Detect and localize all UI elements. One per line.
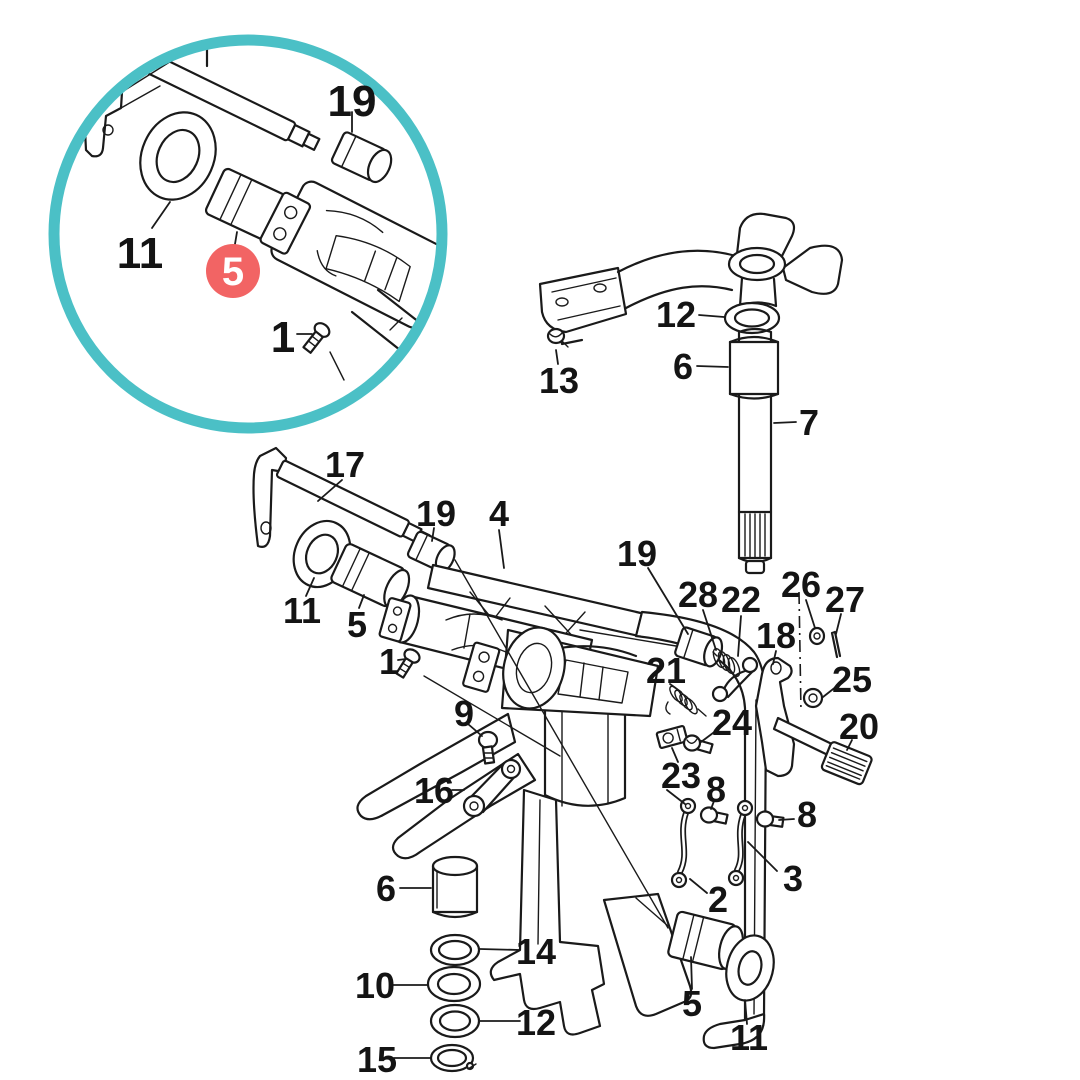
clip-23 xyxy=(655,724,689,750)
bolt-24 xyxy=(682,734,714,755)
magnifier-inset: 19 11 1 5 xyxy=(48,34,448,434)
cable-2 xyxy=(670,797,697,889)
bolt-8-left xyxy=(699,806,729,825)
callout-8-left: 8 xyxy=(706,769,726,810)
snap-ring-15 xyxy=(429,1043,477,1073)
rod-pad-20 xyxy=(772,716,873,786)
bolt-8-right xyxy=(755,810,785,828)
inset-callout-11: 11 xyxy=(117,229,164,278)
callout-13: 13 xyxy=(539,360,579,401)
callout-22: 22 xyxy=(721,579,761,620)
inset-drawing xyxy=(84,40,442,390)
screw-13 xyxy=(546,327,569,348)
callout-2: 2 xyxy=(708,879,728,920)
washer-12-top xyxy=(723,301,781,335)
callout-10: 10 xyxy=(355,965,395,1006)
bushing-6-lower xyxy=(431,855,479,919)
link-16 xyxy=(462,758,522,818)
callout-24: 24 xyxy=(712,702,752,743)
callout-19-mid: 19 xyxy=(416,493,456,534)
inset-tilt-rod xyxy=(145,53,321,151)
lever-18 xyxy=(754,656,796,778)
inset-bolt-1 xyxy=(302,322,331,354)
hook-22 xyxy=(711,656,759,703)
callout-19-right: 19 xyxy=(617,533,657,574)
nut-25 xyxy=(802,687,824,709)
inset-callout-19: 19 xyxy=(328,77,377,126)
steering-arm xyxy=(538,212,844,346)
callout-25: 25 xyxy=(832,659,872,700)
callout-28: 28 xyxy=(678,574,718,615)
callout-5-lower: 5 xyxy=(682,983,702,1024)
alignment-lines xyxy=(423,559,677,929)
callout-20: 20 xyxy=(839,706,879,747)
callout-7: 7 xyxy=(799,402,819,443)
highlight-badge-5: 5 xyxy=(206,244,260,298)
washer-10 xyxy=(426,965,482,1003)
callout-3: 3 xyxy=(783,858,803,899)
badge-number: 5 xyxy=(222,250,244,294)
callout-26: 26 xyxy=(781,564,821,605)
callout-17: 17 xyxy=(325,444,365,485)
cable-3 xyxy=(727,799,754,887)
callout-9: 9 xyxy=(454,693,474,734)
callout-5-mid: 5 xyxy=(347,604,367,645)
washer-14 xyxy=(429,933,481,967)
callout-27: 27 xyxy=(825,579,865,620)
swivel-shaft-7 xyxy=(728,327,780,575)
bolt-9 xyxy=(477,730,499,765)
magnifier-ring xyxy=(48,34,448,434)
callout-16: 16 xyxy=(414,770,454,811)
callout-14: 14 xyxy=(516,931,556,972)
callout-23: 23 xyxy=(661,755,701,796)
inset-bushing-19 xyxy=(330,131,393,184)
callout-6-shaft: 6 xyxy=(673,346,693,387)
callout-labels: 12 13 6 7 17 19 4 11 5 1 9 16 6 14 10 12… xyxy=(283,294,879,1080)
callout-6-lower: 6 xyxy=(376,868,396,909)
pin-27 xyxy=(830,630,842,659)
callout-8-right: 8 xyxy=(797,794,817,835)
callout-15: 15 xyxy=(357,1039,397,1080)
callout-4: 4 xyxy=(489,493,509,534)
washer-11-lower xyxy=(725,934,775,1002)
washer-12-lower xyxy=(429,1003,481,1039)
inset-washer-11 xyxy=(139,111,217,201)
callout-11-lower: 11 xyxy=(730,1017,768,1058)
bushing-19-mid xyxy=(406,530,456,573)
bushing-5-lower xyxy=(667,910,745,971)
callout-11-mid: 11 xyxy=(283,590,321,631)
callout-12-lower: 12 xyxy=(516,1002,556,1043)
callout-18: 18 xyxy=(756,615,796,656)
bolt-1-mid xyxy=(395,648,421,679)
callout-1-mid: 1 xyxy=(379,641,399,682)
leader-lines xyxy=(305,314,853,1059)
washer-26 xyxy=(808,626,826,646)
pivot-axis-line xyxy=(798,591,802,713)
inset-callout-1: 1 xyxy=(271,313,295,362)
callout-12-top: 12 xyxy=(656,294,696,335)
swivel-bracket-4 xyxy=(356,563,768,1050)
callout-21: 21 xyxy=(646,650,686,691)
